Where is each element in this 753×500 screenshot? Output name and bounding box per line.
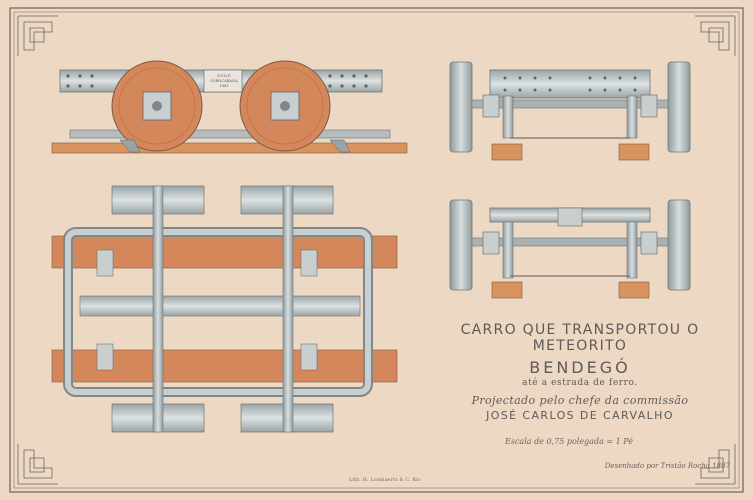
title-block: CARRO QUE TRANSPORTOU O METEORITO BENDEG… <box>430 322 730 422</box>
axle-plate-line-3: 1883 <box>219 84 229 88</box>
title-line-3: até a estrada de ferro. <box>522 378 638 388</box>
side-elevation <box>51 60 408 154</box>
scale-note: Escala de 0,75 polegada = 1 Pé <box>505 437 634 446</box>
title-line-4: Projectado pelo chefe da commissão <box>471 394 689 407</box>
title-line-5: JOSÉ CARLOS DE CARVALHO <box>486 409 674 422</box>
sheet-border <box>9 7 744 493</box>
axle-plate-line-2: SOROCABANA <box>210 79 238 83</box>
title-line-2: BENDEGÓ <box>529 358 631 377</box>
end-view-lower <box>449 199 691 299</box>
corner-ornaments <box>17 15 736 485</box>
title-line-1: CARRO QUE TRANSPORTOU O METEORITO <box>460 322 700 354</box>
axle-plate-line-1: E.F.D.P. <box>217 74 231 78</box>
end-view-upper <box>449 61 691 161</box>
plan-view <box>51 185 398 433</box>
drawn-by-credit: Desenhado por Tristão Rocha 1887 <box>604 462 730 470</box>
printer-credit: Lith. H. Lombaerts & C. Rio <box>349 478 421 483</box>
axle-plate-label: E.F.D.P. SOROCABANA 1883 <box>207 74 241 89</box>
